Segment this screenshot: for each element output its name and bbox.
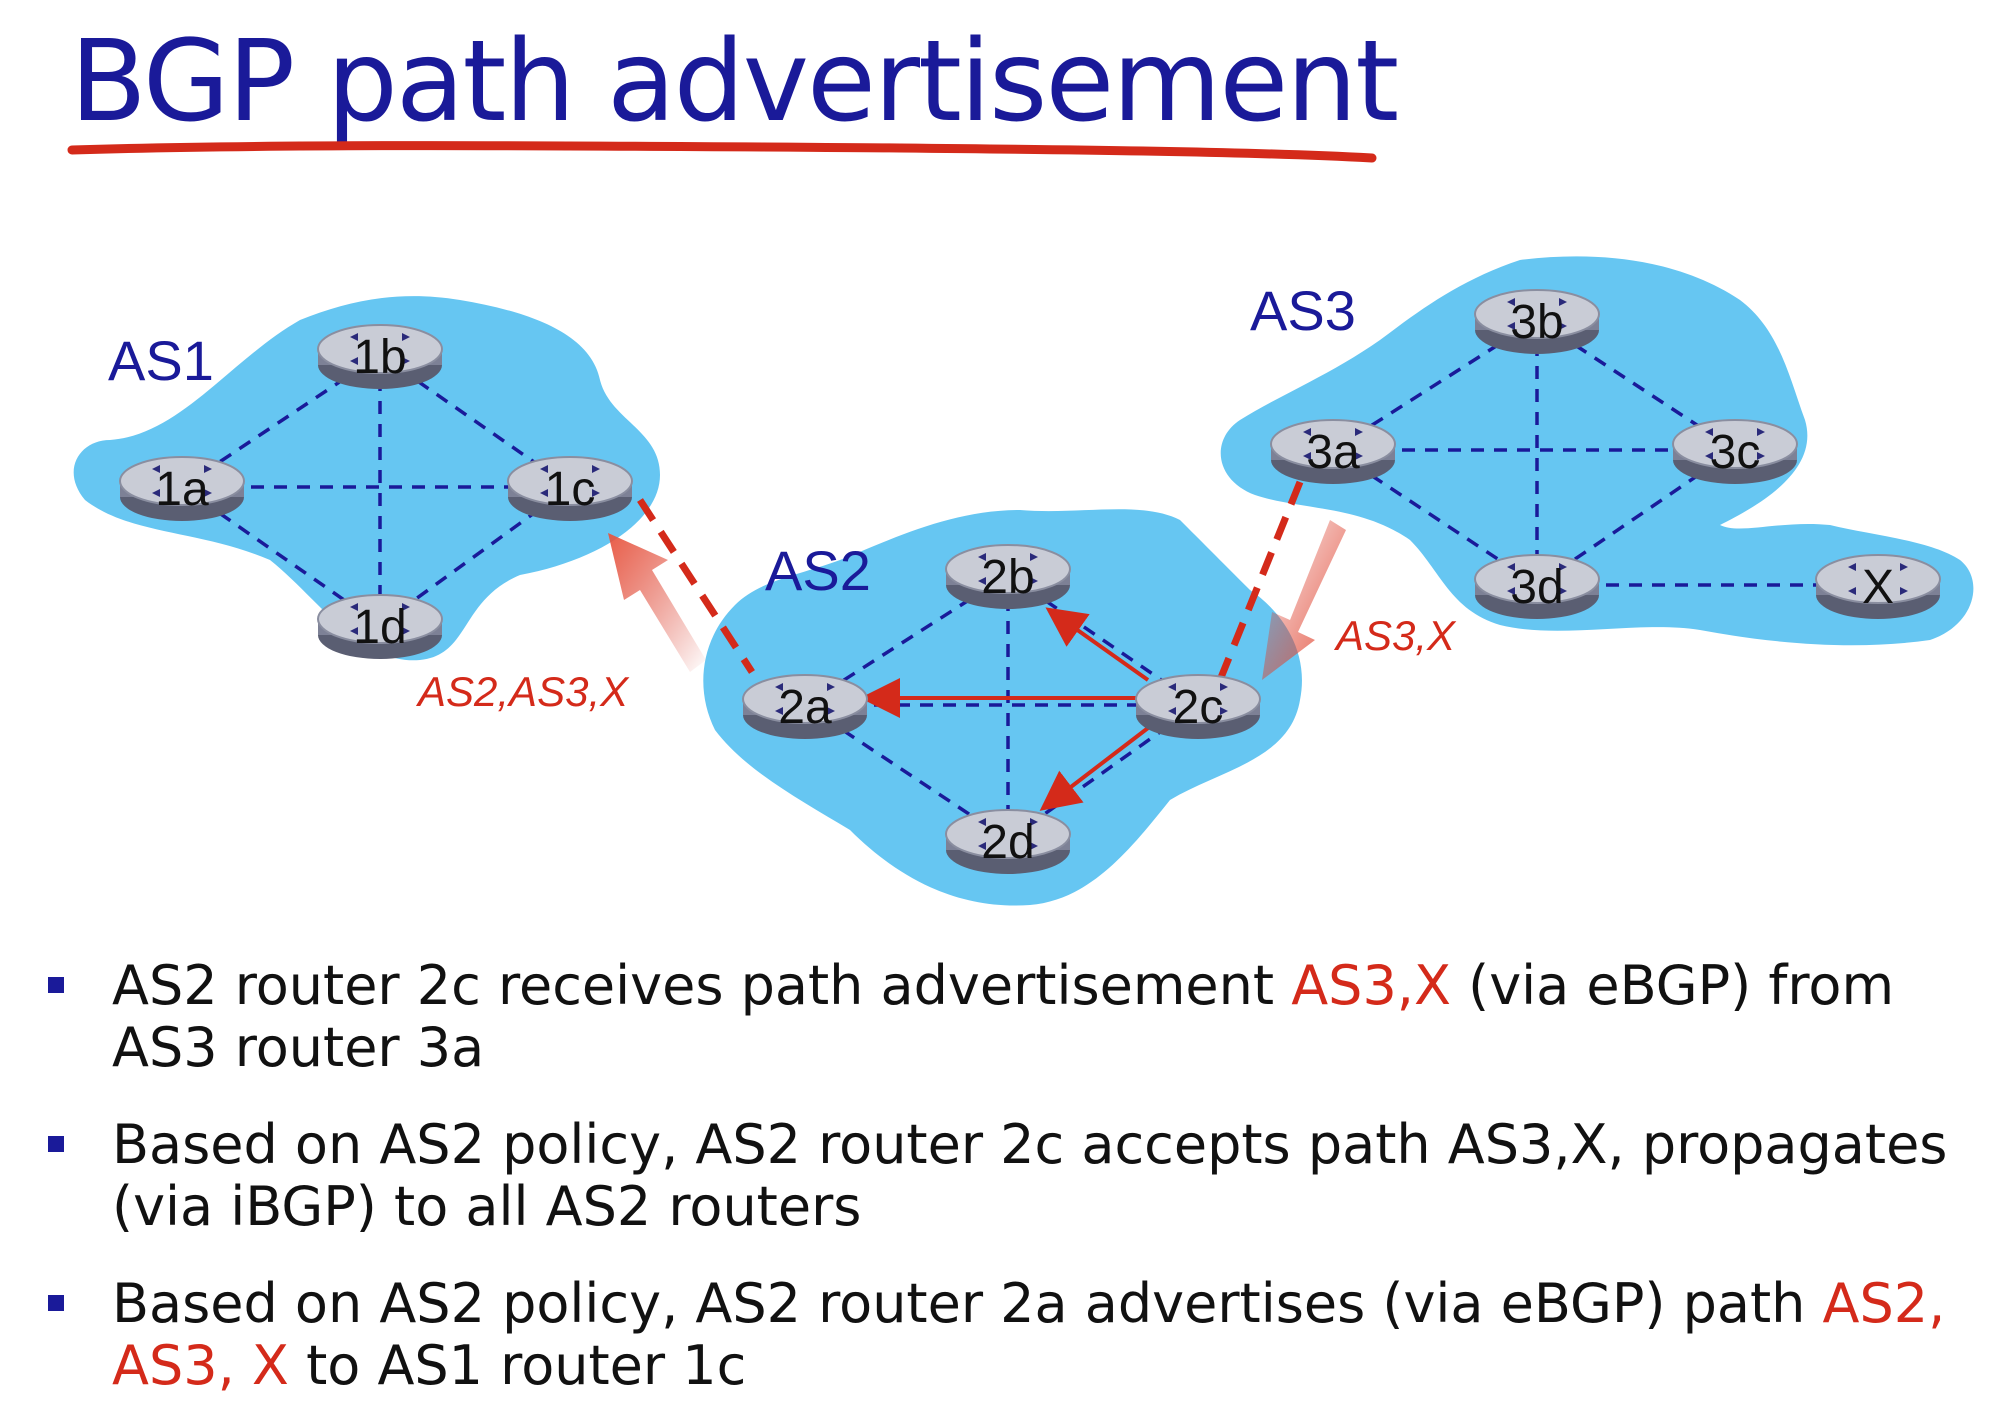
- bullet-1-text: AS2 router 2c receives path advertisemen…: [112, 954, 1292, 1017]
- router-label: 3d: [1510, 561, 1563, 614]
- bullet-1-text-end: (via eBGP) from AS3 router 3a: [112, 954, 1895, 1079]
- router-label: 1c: [545, 463, 596, 516]
- title-underline: [67, 141, 1377, 163]
- router-label: 1d: [353, 601, 406, 654]
- ebgp-sessions: [637, 480, 1304, 682]
- as-label-as2: AS2: [765, 539, 871, 602]
- path-label-as3-x: AS3,X: [1333, 612, 1457, 659]
- routers: 1a 1b 1c 1d 2a 2b 2c 2d 3a 3b 3c 3d X: [119, 289, 1941, 874]
- router-label: 2a: [778, 681, 832, 734]
- bullet-2-text: Based on AS2 policy, AS2 router 2c accep…: [112, 1113, 1948, 1238]
- router-3d: 3d: [1474, 554, 1600, 619]
- router-1c: 1c: [507, 456, 633, 521]
- router-1d: 1d: [317, 594, 443, 659]
- as-label-as3: AS3: [1250, 279, 1356, 342]
- as2-cloud: [703, 509, 1302, 906]
- router-2d: 2d: [945, 809, 1071, 874]
- router-label: 3a: [1306, 426, 1360, 479]
- bullet-marker: [48, 1136, 64, 1152]
- router-label: 3c: [1710, 426, 1761, 479]
- router-2a: 2a: [742, 674, 868, 739]
- as-label-as1: AS1: [108, 329, 214, 392]
- router-label: 1a: [155, 463, 209, 516]
- router-label: 2d: [981, 816, 1034, 869]
- path-label-as2-as3-x: AS2,AS3,X: [415, 668, 630, 715]
- router-3c: 3c: [1672, 419, 1798, 484]
- bullet-3-text: Based on AS2 policy, AS2 router 2a adver…: [112, 1272, 1823, 1335]
- router-1b: 1b: [317, 324, 443, 389]
- bullet-list: AS2 router 2c receives path advertisemen…: [40, 955, 1990, 1417]
- bullet-3-highlight: AS2, AS3, X: [112, 1272, 1946, 1397]
- advertisement-arrow-to-1c: [608, 533, 706, 672]
- bullet-item: Based on AS2 policy, AS2 router 2c accep…: [40, 1114, 1990, 1238]
- router-label: 3b: [1510, 296, 1563, 349]
- router-3a: 3a: [1270, 419, 1396, 484]
- advertisement-arrow-to-2c: [1262, 520, 1346, 680]
- bgp-network-diagram: AS1 AS2 AS3: [73, 256, 1974, 906]
- router-label: 2b: [981, 551, 1034, 604]
- bullet-marker: [48, 977, 64, 993]
- router-label: X: [1862, 561, 1894, 614]
- router-x: X: [1815, 554, 1941, 619]
- router-2b: 2b: [945, 544, 1071, 609]
- bullet-3-text-end: to AS1 router 1c: [288, 1334, 747, 1397]
- bullet-item: Based on AS2 policy, AS2 router 2a adver…: [40, 1273, 1990, 1397]
- router-label: 2c: [1173, 681, 1224, 734]
- router-2c: 2c: [1135, 674, 1261, 739]
- bullet-item: AS2 router 2c receives path advertisemen…: [40, 955, 1990, 1079]
- router-3b: 3b: [1474, 289, 1600, 354]
- as1-cloud: [73, 296, 660, 661]
- bullet-marker: [48, 1295, 64, 1311]
- router-label: 1b: [353, 331, 406, 384]
- router-1a: 1a: [119, 456, 245, 521]
- slide-title: BGP path advertisement: [70, 17, 1399, 147]
- bullet-1-highlight: AS3,X: [1291, 954, 1451, 1017]
- ibgp-propagation-arrows: [860, 607, 1150, 811]
